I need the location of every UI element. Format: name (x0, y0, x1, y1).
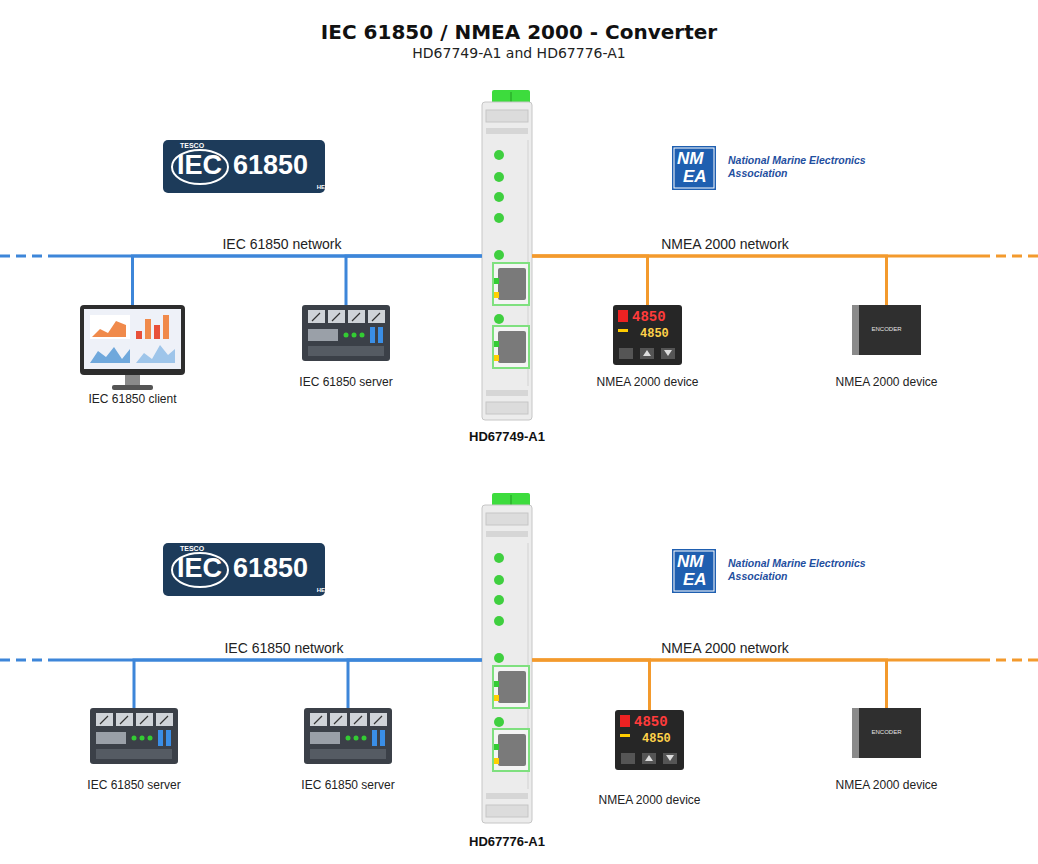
logo-badge: NMEA National Marine Electronics Associat… (672, 549, 887, 595)
device-label: IEC 61850 server (87, 778, 180, 792)
display-value: 4850 (632, 309, 666, 325)
nmea-device: 48504850NMEA 2000 device (615, 710, 684, 770)
device-marking: ENCODER (871, 326, 901, 332)
device-marking: ENCODER (871, 729, 901, 735)
logo-text: TESCO (180, 142, 204, 149)
logo-text: 61850 (233, 553, 308, 584)
server-icon: IEC 61850 server (304, 708, 392, 764)
network-link (134, 660, 482, 708)
device-label: NMEA 2000 device (598, 793, 700, 807)
logo-badge: NMEA National Marine Electronics Associat… (672, 146, 887, 192)
network-label: IEC 61850 network (224, 640, 343, 656)
nmea-device: ENCODERNMEA 2000 device (852, 305, 921, 355)
network-link (348, 660, 482, 708)
device-label: IEC 61850 server (299, 375, 392, 389)
device-label: IEC 61850 server (301, 778, 394, 792)
network-label: NMEA 2000 network (661, 236, 789, 252)
server-icon: IEC 61850 server (302, 305, 390, 361)
nmea-device: ENCODERNMEA 2000 device (852, 708, 921, 758)
converter-label: HD67749-A1 (469, 429, 545, 444)
logo-text: 61850 (233, 150, 308, 181)
network-link (532, 660, 650, 710)
device-label: NMEA 2000 device (835, 375, 937, 389)
display-value: 4850 (634, 714, 668, 730)
logo-caption: National Marine Electronics Association (728, 557, 883, 582)
logo-text: IEC (177, 150, 222, 181)
diagram-title: IEC 61850 / NMEA 2000 - Converter (321, 20, 717, 44)
client-icon: IEC 61850 client (80, 305, 185, 390)
display-value: 4850 (642, 732, 671, 746)
network-link (532, 660, 887, 708)
network-link (532, 256, 648, 305)
converter-label: HD67776-A1 (469, 834, 545, 849)
display-value: 4850 (640, 327, 669, 341)
logo-text: TESCO (180, 545, 204, 552)
network-link (346, 256, 482, 305)
logo-text: NM (677, 149, 703, 169)
logo-text: HELP DESK (317, 587, 351, 593)
device-label: NMEA 2000 device (835, 778, 937, 792)
converter-module: HD67776-A1 (482, 505, 532, 823)
network-link (133, 256, 483, 305)
logo-badge: TESCOIEC 61850HELP DESK (163, 543, 373, 596)
device-label: NMEA 2000 device (596, 375, 698, 389)
logo-text: EA (683, 570, 707, 590)
logo-text: HELP DESK (317, 184, 351, 190)
logo-caption: National Marine Electronics Association (728, 154, 883, 179)
logo-text: NM (677, 552, 703, 572)
server-icon: IEC 61850 server (90, 708, 178, 764)
converter-module: HD67749-A1 (482, 102, 532, 420)
network-label: NMEA 2000 network (661, 640, 789, 656)
network-label: IEC 61850 network (222, 236, 341, 252)
nmea-device: 48504850NMEA 2000 device (613, 305, 682, 365)
logo-text: IEC (177, 553, 222, 584)
logo-badge: TESCOIEC 61850HELP DESK (163, 140, 373, 193)
device-label: IEC 61850 client (88, 392, 176, 406)
network-link (532, 256, 887, 305)
subtitle: HD67749-A1 and HD67776-A1 (412, 45, 625, 61)
logo-text: EA (683, 167, 707, 187)
